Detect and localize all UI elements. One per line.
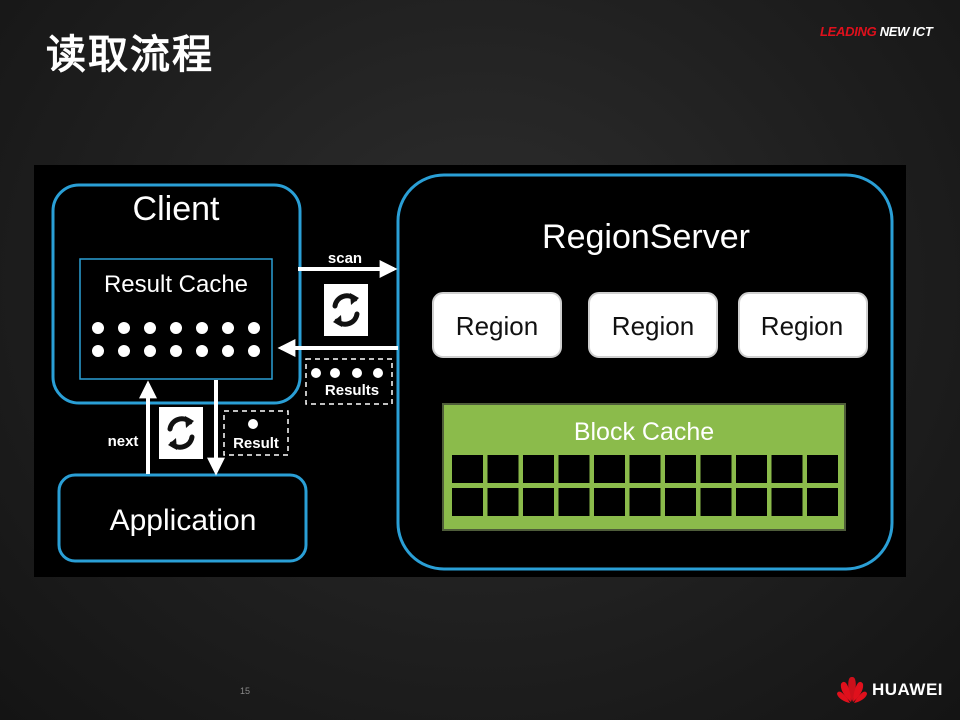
block-cache-cell xyxy=(452,455,483,483)
block-cache-cell xyxy=(629,455,661,483)
tagline-leading: LEADING xyxy=(820,24,880,39)
application-box xyxy=(57,473,308,563)
cache-dot xyxy=(117,321,131,335)
results-packet xyxy=(305,358,393,405)
block-cache-cell xyxy=(665,488,696,516)
cache-dot xyxy=(143,344,157,358)
block-cache-cell xyxy=(523,488,554,516)
client-label: Client xyxy=(133,190,220,228)
region-server-label: RegionServer xyxy=(542,218,750,256)
tagline-new-ict: NEW ICT xyxy=(879,24,933,39)
result-label: Result xyxy=(233,435,279,452)
cache-dot xyxy=(91,321,105,335)
cache-dot xyxy=(91,344,105,358)
next-label: next xyxy=(108,433,139,450)
huawei-wordmark: HUAWEI xyxy=(872,680,943,699)
scan-sync-icon xyxy=(324,284,368,336)
cache-dot xyxy=(247,321,261,335)
block-cache-cell xyxy=(700,488,732,516)
cache-dot xyxy=(143,321,157,335)
region-label-2: Region xyxy=(612,311,694,341)
result-cache-box xyxy=(79,258,273,380)
result-cache-label: Result Cache xyxy=(104,271,248,298)
block-cache-cell xyxy=(558,455,590,483)
cache-dot xyxy=(195,321,209,335)
results-dot-2 xyxy=(330,368,340,378)
cache-dot xyxy=(221,321,235,335)
block-cache-cell xyxy=(700,455,732,483)
block-cache-cell xyxy=(665,455,696,483)
block-cache-cell xyxy=(807,455,838,483)
page-number: 15 xyxy=(240,686,251,696)
results-dot-3 xyxy=(352,368,362,378)
block-cache-cells xyxy=(452,455,838,516)
region-box-3 xyxy=(738,292,868,358)
region-label-3: Region xyxy=(761,311,843,341)
block-cache-cell xyxy=(807,488,838,516)
block-cache-cell xyxy=(736,488,767,516)
region-server-box xyxy=(396,173,894,571)
cache-dot xyxy=(169,321,183,335)
next-sync-icon xyxy=(159,407,203,459)
block-cache-cell xyxy=(736,455,767,483)
cache-dot xyxy=(117,344,131,358)
scan-label: scan xyxy=(328,250,362,267)
huawei-logo-icon xyxy=(837,677,867,703)
results-dot-1 xyxy=(311,368,321,378)
result-cache-dots xyxy=(91,321,261,358)
cache-dot xyxy=(169,344,183,358)
result-packet xyxy=(223,410,289,456)
results-label: Results xyxy=(325,382,379,399)
application-label: Application xyxy=(110,504,257,537)
huawei-brand: HUAWEI xyxy=(836,676,943,704)
region-box-2 xyxy=(588,292,718,358)
cache-dot xyxy=(195,344,209,358)
block-cache-cell xyxy=(523,455,554,483)
block-cache-cell xyxy=(771,455,803,483)
block-cache-cell xyxy=(487,488,519,516)
slide-title: 读取流程 xyxy=(46,32,214,78)
block-cache-cell xyxy=(452,488,483,516)
client-box xyxy=(51,183,302,405)
block-cache-label: Block Cache xyxy=(574,418,714,446)
block-cache-cell xyxy=(558,488,590,516)
region-box-1 xyxy=(432,292,562,358)
block-cache-cell xyxy=(594,455,625,483)
region-label-1: Region xyxy=(456,311,538,341)
cache-dot xyxy=(247,344,261,358)
block-cache-cell xyxy=(771,488,803,516)
cache-dot xyxy=(221,344,235,358)
block-cache-cell xyxy=(594,488,625,516)
block-cache-cell xyxy=(487,455,519,483)
tagline: LEADING NEW ICT xyxy=(820,24,933,39)
result-dot xyxy=(248,419,258,429)
block-cache-cell xyxy=(629,488,661,516)
results-dot-4 xyxy=(373,368,383,378)
